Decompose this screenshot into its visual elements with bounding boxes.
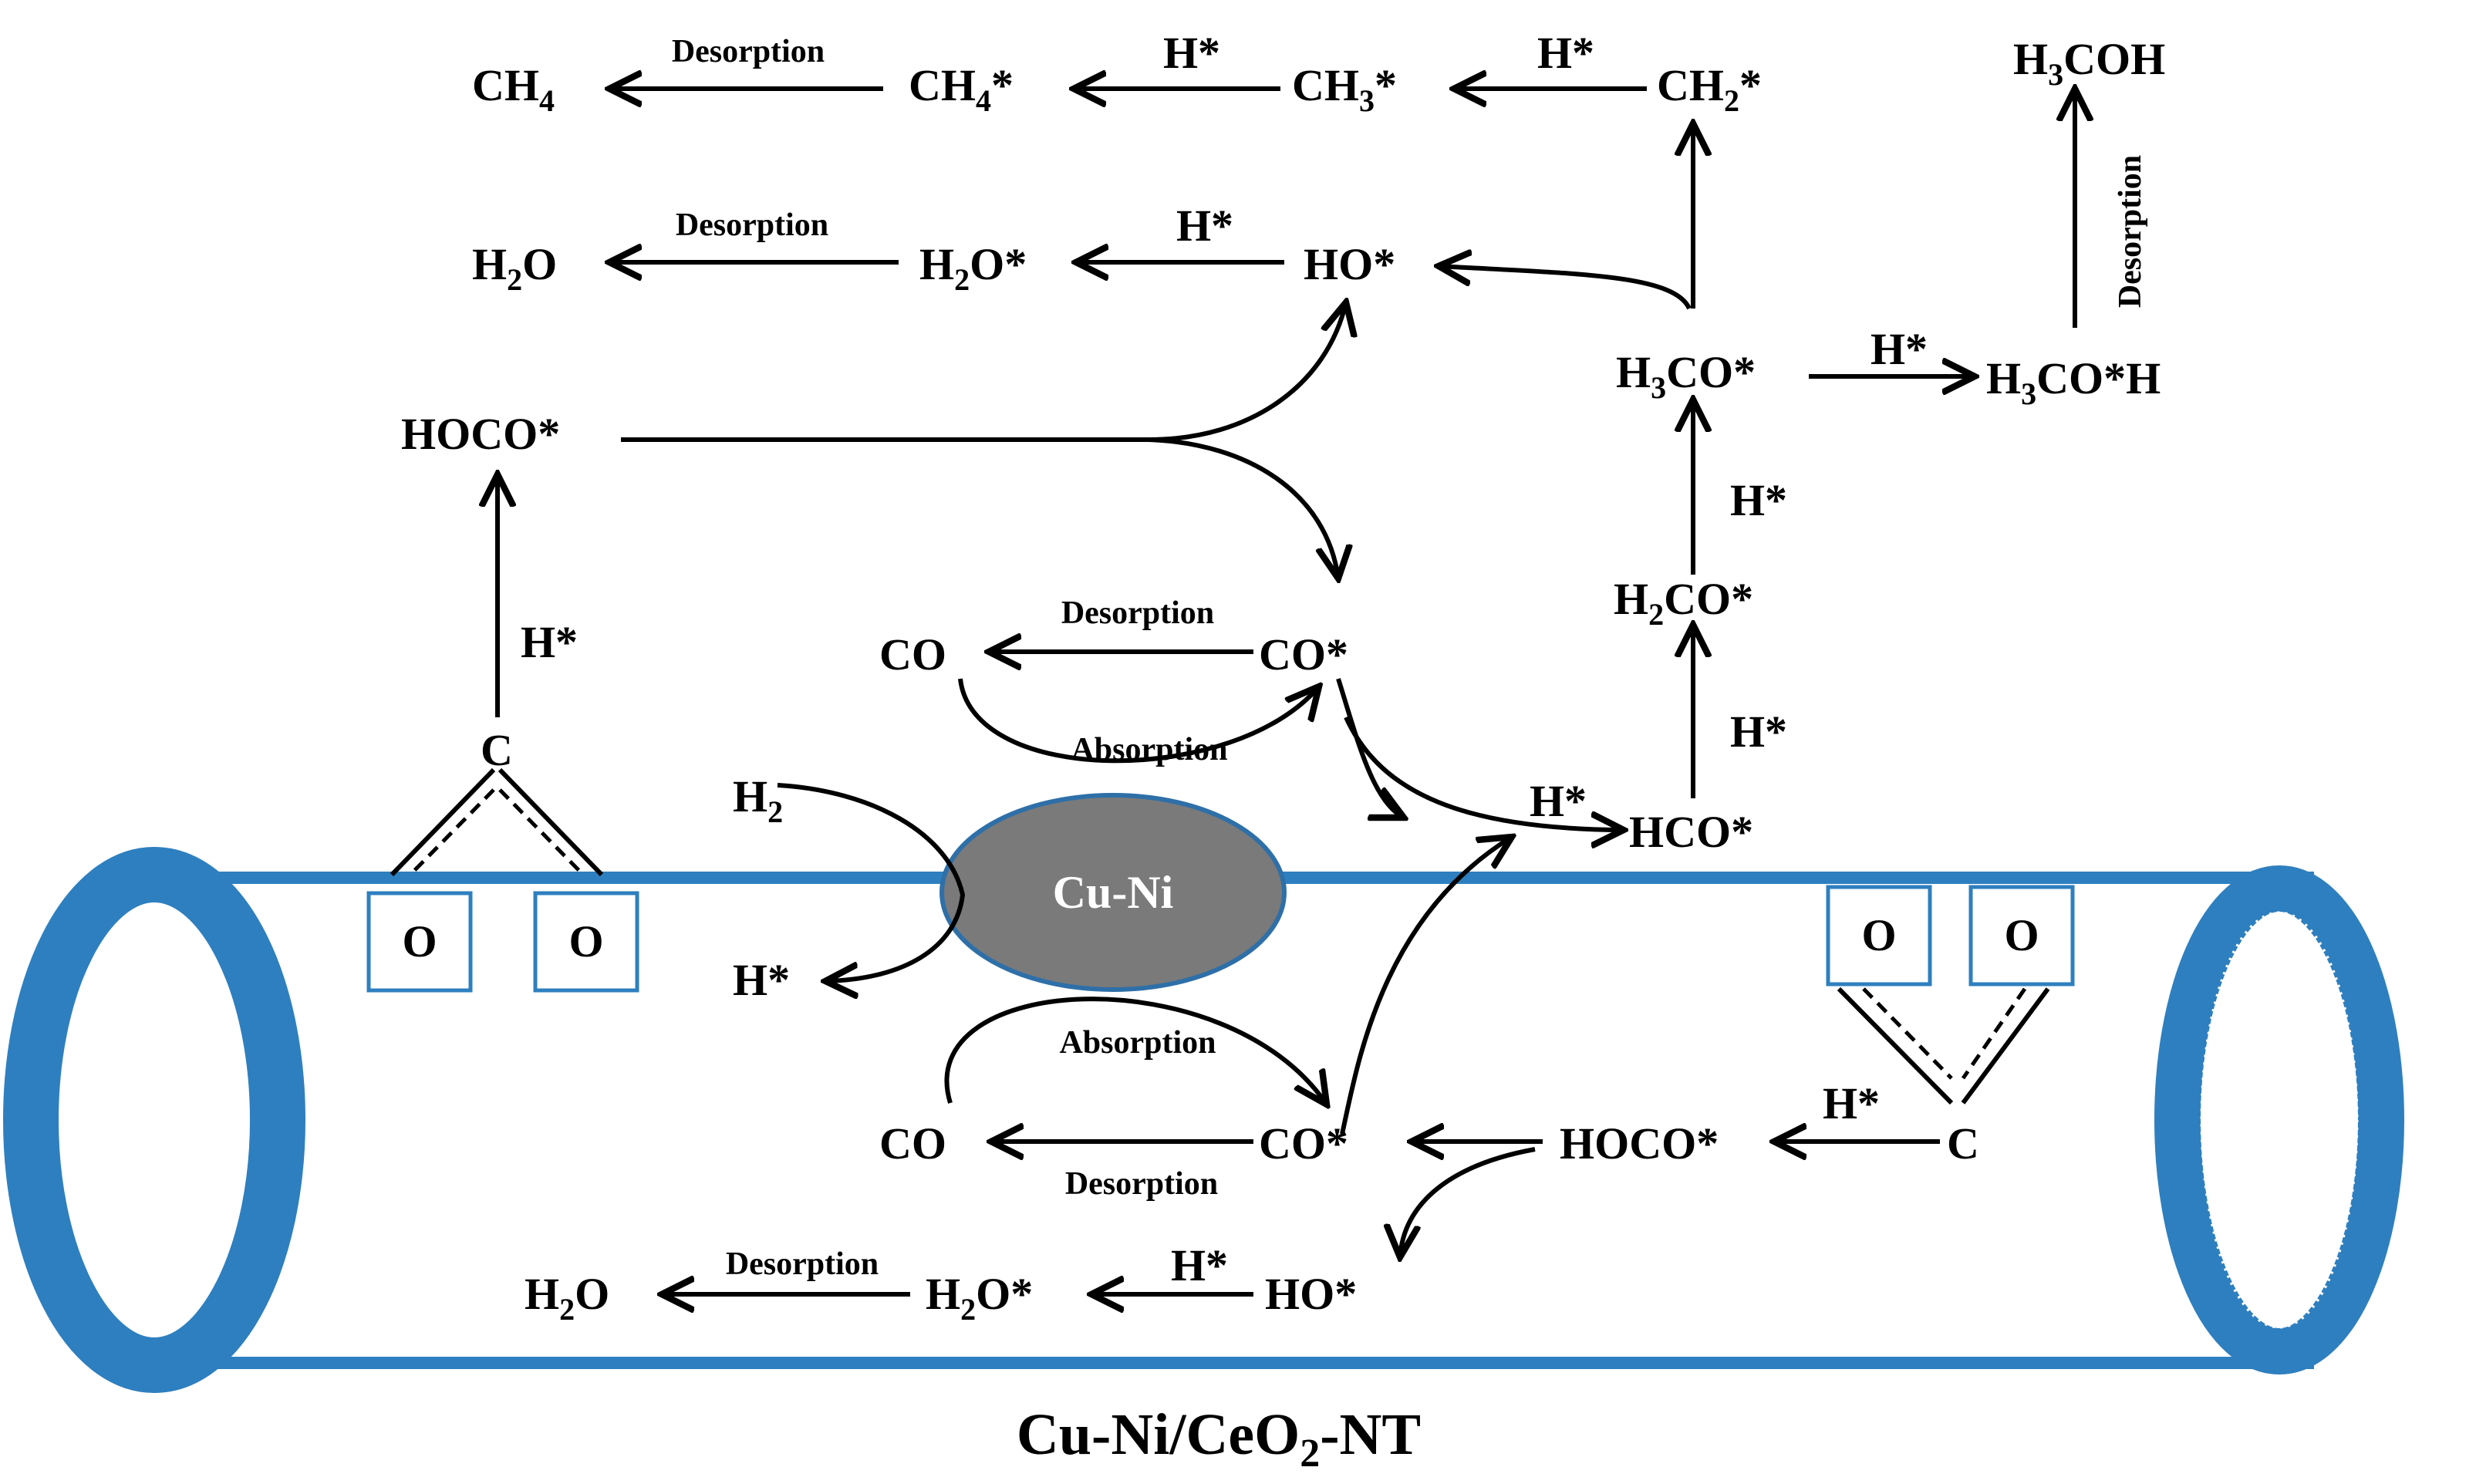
oxygen-box	[1968, 885, 2075, 987]
surface-oxygen-left: O O	[366, 891, 639, 993]
species-hoco-adsorbed-bottom: HOCO*	[1560, 1118, 1719, 1169]
label-hydrogen: H*	[1163, 28, 1220, 78]
label-hydrogen: H*	[1171, 1240, 1228, 1290]
label-hydrogen: H*	[1176, 201, 1233, 251]
species-co-bottom: CO	[879, 1118, 946, 1169]
arrow-hoco-to-ho	[621, 302, 1346, 442]
label-desorption: Desorption	[726, 1246, 879, 1282]
cu-ni-particle: Cu-Ni	[939, 793, 1287, 992]
label-desorption: Desorption	[1065, 1166, 1218, 1202]
oxygen-box	[1826, 885, 1932, 987]
species-h2co-adsorbed: H2CO*	[1614, 574, 1753, 632]
species-h-adsorbed: H*	[733, 955, 790, 1005]
label-hydrogen: H*	[521, 617, 578, 667]
label-desorption: Desorption	[672, 34, 825, 69]
species-h2o-adsorbed-bottom: H2O*	[926, 1269, 1033, 1327]
carbon-label: C	[1947, 1118, 1979, 1169]
oxygen-label: O	[1861, 910, 1896, 960]
surface-oxygen-right: O O	[1826, 885, 2075, 987]
label-desorption-vertical: Desorption	[2113, 155, 2148, 308]
catalyst-ellipse	[939, 793, 1287, 992]
species-ch4-adsorbed: CH4*	[909, 60, 1014, 118]
bond	[1837, 987, 1954, 1105]
species-co-adsorbed-bottom: CO*	[1259, 1118, 1348, 1169]
tube-left-opening	[3, 847, 305, 1393]
ceo2-nanotube	[3, 847, 2404, 1393]
oxygen-label: O	[402, 916, 437, 966]
label-hydrogen: H*	[1530, 776, 1587, 826]
tube-right-inner-serration	[2200, 911, 2359, 1329]
species-h2o-bottom: H2O	[525, 1269, 609, 1327]
carbonate-left: C	[390, 725, 604, 877]
bond-dashed	[1862, 987, 1953, 1080]
diagram-caption: Cu-Ni/CeO2-NT	[1017, 1402, 1421, 1476]
arrow-co-bottom-to-hco	[1340, 837, 1512, 1135]
species-hco-adsorbed: HCO*	[1629, 807, 1753, 857]
catalyst-label: Cu-Ni	[1053, 867, 1174, 918]
species-h2o-top: H2O	[472, 239, 557, 297]
species-hoco-adsorbed-top: HOCO*	[401, 409, 560, 459]
bond	[390, 767, 496, 877]
label-hydrogen: H*	[1730, 707, 1787, 757]
label-hydrogen: H*	[1823, 1078, 1880, 1128]
species-ch3-adsorbed: CH3*	[1292, 60, 1397, 118]
arrow-co-absorption-bottom	[944, 997, 1327, 1105]
label-hydrogen: H*	[1730, 475, 1787, 525]
oxygen-label: O	[2004, 910, 2039, 960]
species-ch4: CH4	[472, 60, 555, 118]
tube-right-opening	[2154, 865, 2404, 1374]
arrow-h3co-to-ho	[1439, 266, 1692, 310]
species-co-top: CO	[879, 629, 946, 680]
label-desorption: Desorption	[1061, 595, 1214, 631]
species-methanol: H3COH	[2013, 34, 2165, 92]
label-absorption: Absorption	[1059, 1025, 1216, 1061]
bond	[1961, 987, 2050, 1105]
species-h2o-adsorbed-top: H2O*	[919, 239, 1027, 297]
arrow-co-top-to-hco	[1344, 716, 1624, 830]
species-h3co-adsorbed: H3CO*	[1616, 347, 1756, 405]
label-hydrogen: H*	[1537, 28, 1594, 78]
oxygen-box	[366, 891, 473, 993]
oxygen-box	[533, 891, 639, 993]
bond-dashed	[409, 788, 495, 876]
species-ho-adsorbed-bottom: HO*	[1265, 1269, 1357, 1319]
species-ch2-adsorbed: CH2*	[1657, 60, 1762, 118]
bond-dashed	[1961, 987, 2027, 1080]
arrow-hoco-to-ho-bottom	[1400, 1147, 1536, 1257]
bond	[498, 767, 604, 877]
arrow-h2-dissociation	[777, 783, 966, 981]
label-hydrogen: H*	[1870, 324, 1928, 374]
species-ho-adsorbed-top: HO*	[1304, 239, 1395, 289]
label-desorption: Desorption	[676, 207, 828, 243]
oxygen-label: O	[568, 916, 603, 966]
arrow-hoco-to-co-ads	[1149, 437, 1338, 578]
species-h2: H2	[733, 771, 783, 829]
carbon-label: C	[481, 725, 513, 775]
bond-dashed	[498, 788, 585, 876]
species-h3coh-adsorbed: H3CO*H	[1986, 353, 2161, 411]
species-co-adsorbed-top: CO*	[1259, 629, 1348, 680]
arrow-co-absorption-top	[958, 678, 1319, 764]
carbonate-right: C	[1837, 987, 2050, 1169]
arrow-co-top-to-hco-a	[1336, 678, 1404, 818]
